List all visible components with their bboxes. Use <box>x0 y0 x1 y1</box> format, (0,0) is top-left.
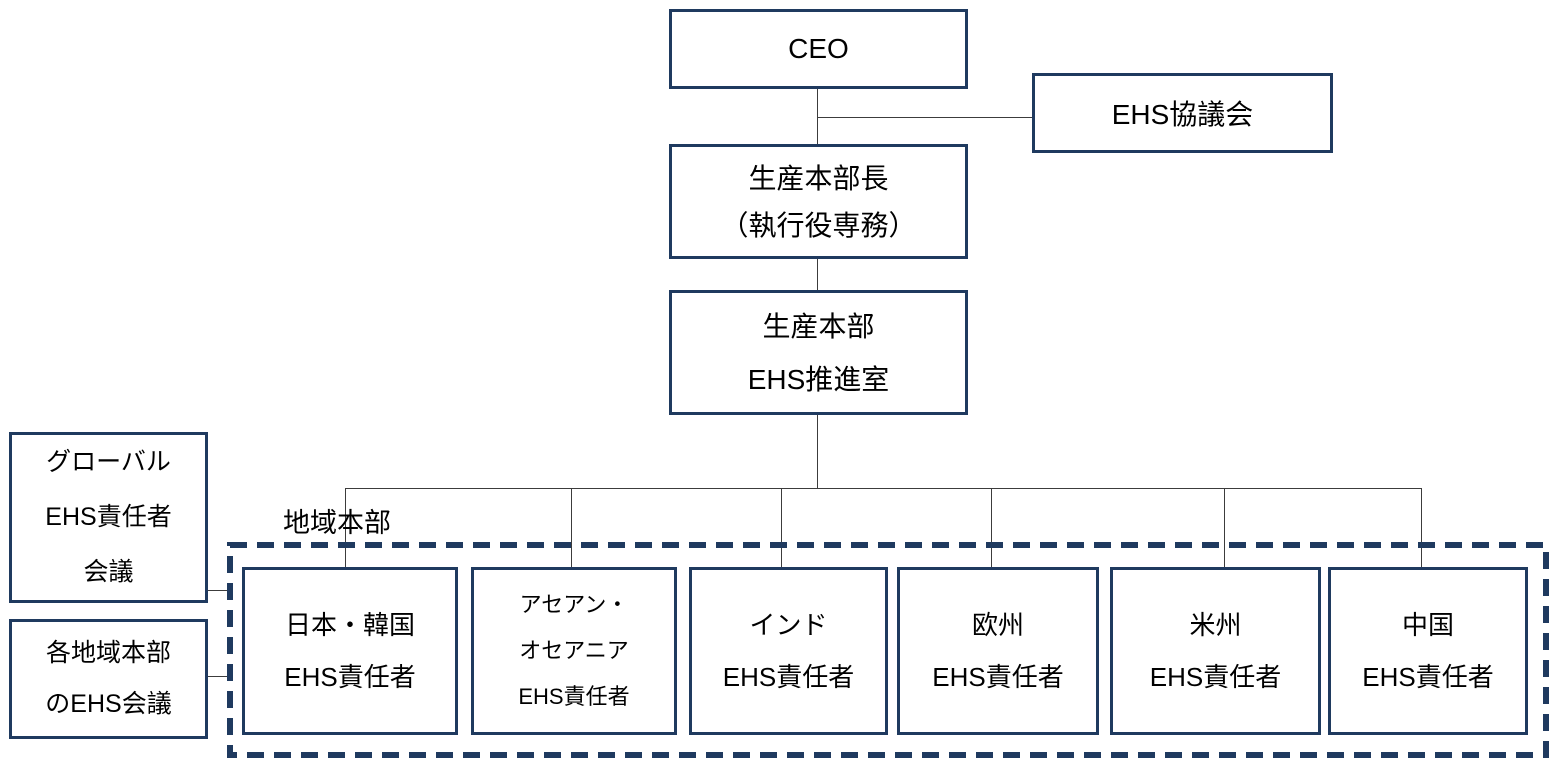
org-box-ehs-promotion-office-line: 生産本部 <box>762 310 875 342</box>
org-box-region-japan-korea-line: EHS責任者 <box>284 662 416 692</box>
connector-drop-india <box>781 489 782 568</box>
org-box-global-ehs-managers-meeting: グローバル EHS責任者 会議 <box>9 432 208 603</box>
org-box-region-china: 中国 EHS責任者 <box>1328 567 1528 735</box>
connector-drop-china <box>1421 489 1422 568</box>
org-box-production-division-head: 生産本部長 （執行役専務） <box>669 144 968 259</box>
org-box-regional-hq-ehs-meeting-line: 各地域本部 <box>45 639 171 667</box>
org-box-ehs-promotion-office-line: EHS推進室 <box>747 363 890 395</box>
org-box-region-europe-line: EHS責任者 <box>932 662 1064 692</box>
org-box-ehs-council: EHS協議会 <box>1032 73 1333 153</box>
org-box-regional-hq-ehs-meeting-line: のEHS会議 <box>45 690 172 718</box>
org-box-ehs-council-label: EHS協議会 <box>1111 99 1254 130</box>
org-box-region-asean-oceania-line: アセアン・ <box>519 592 629 617</box>
org-box-region-china-line: EHS責任者 <box>1362 662 1494 692</box>
org-box-production-division-head-line: 生産本部長 <box>748 162 889 194</box>
connector-ceo-to-production-head <box>817 89 818 145</box>
org-box-region-india-line: インド <box>749 610 828 640</box>
org-box-region-india-line: EHS責任者 <box>722 662 855 692</box>
connector-production-head-to-promotion-office <box>817 259 818 291</box>
org-box-region-china-line: 中国 <box>1401 610 1454 640</box>
connector-horizontal-bus <box>345 488 1422 489</box>
connector-global-meeting-to-group <box>208 590 228 591</box>
org-box-global-ehs-managers-meeting-line: グローバル <box>46 448 171 476</box>
org-box-region-americas-line: 米州 <box>1189 610 1242 640</box>
connector-drop-europe <box>991 489 992 568</box>
org-box-production-division-head-line: （執行役専務） <box>720 209 917 241</box>
org-box-region-asean-oceania-line: オセアニア <box>519 638 629 663</box>
connector-drop-asean-oceania <box>571 489 572 568</box>
org-box-region-asean-oceania-line: EHS責任者 <box>518 684 630 709</box>
org-box-global-ehs-managers-meeting-line: EHS責任者 <box>45 503 172 531</box>
connector-promotion-office-to-bus <box>817 415 818 489</box>
org-box-region-asean-oceania: アセアン・ オセアニア EHS責任者 <box>471 567 677 735</box>
connector-drop-americas <box>1224 489 1225 568</box>
connector-ceo-to-ehs-council <box>818 117 1033 118</box>
regional-group-label: 地域本部 <box>283 508 391 538</box>
org-box-regional-hq-ehs-meeting: 各地域本部 のEHS会議 <box>9 619 208 739</box>
connector-drop-japan-korea <box>345 489 346 568</box>
org-box-ceo-label: CEO <box>788 33 849 64</box>
org-box-global-ehs-managers-meeting-line: 会議 <box>83 558 134 586</box>
org-box-ceo: CEO <box>669 9 968 89</box>
org-box-region-americas: 米州 EHS責任者 <box>1110 567 1321 735</box>
connector-regional-meeting-to-group <box>208 676 228 677</box>
org-box-ehs-promotion-office: 生産本部 EHS推進室 <box>669 290 968 415</box>
org-box-region-india: インド EHS責任者 <box>689 567 888 735</box>
org-box-region-europe-line: 欧州 <box>971 610 1024 640</box>
org-box-region-americas-line: EHS責任者 <box>1149 662 1282 692</box>
org-box-region-japan-korea-line: 日本・韓国 <box>284 610 415 640</box>
org-box-region-europe: 欧州 EHS責任者 <box>897 567 1099 735</box>
org-box-region-japan-korea: 日本・韓国 EHS責任者 <box>242 567 458 735</box>
regional-group-dashed-border <box>227 542 1549 758</box>
